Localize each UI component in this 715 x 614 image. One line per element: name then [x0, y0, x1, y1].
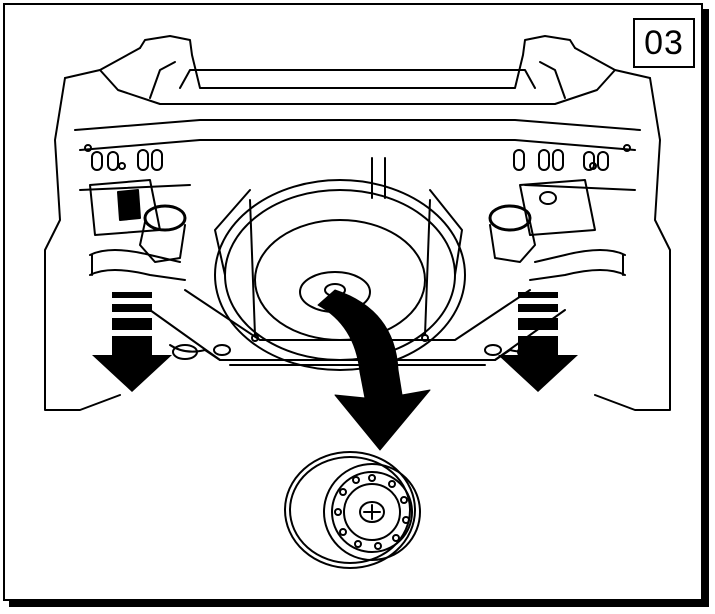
down-arrow-icon [92, 292, 172, 392]
step-number-badge: 03 [633, 18, 695, 68]
illustration-frame [3, 3, 703, 601]
frame-shadow-right [703, 9, 709, 607]
curved-arrow-icon [317, 289, 431, 451]
step-number: 03 [644, 23, 684, 62]
right-mount-holes [513, 144, 631, 171]
left-mount-holes [84, 144, 163, 171]
spare-wheel-well [214, 157, 466, 371]
right-exhaust [488, 204, 626, 281]
car-body-outline [44, 35, 671, 411]
right-bracket [519, 179, 596, 236]
left-exhaust [89, 204, 187, 281]
frame-shadow-bottom [9, 601, 709, 607]
spare-wheel-icon [284, 451, 421, 569]
down-arrow-icon [498, 292, 578, 392]
